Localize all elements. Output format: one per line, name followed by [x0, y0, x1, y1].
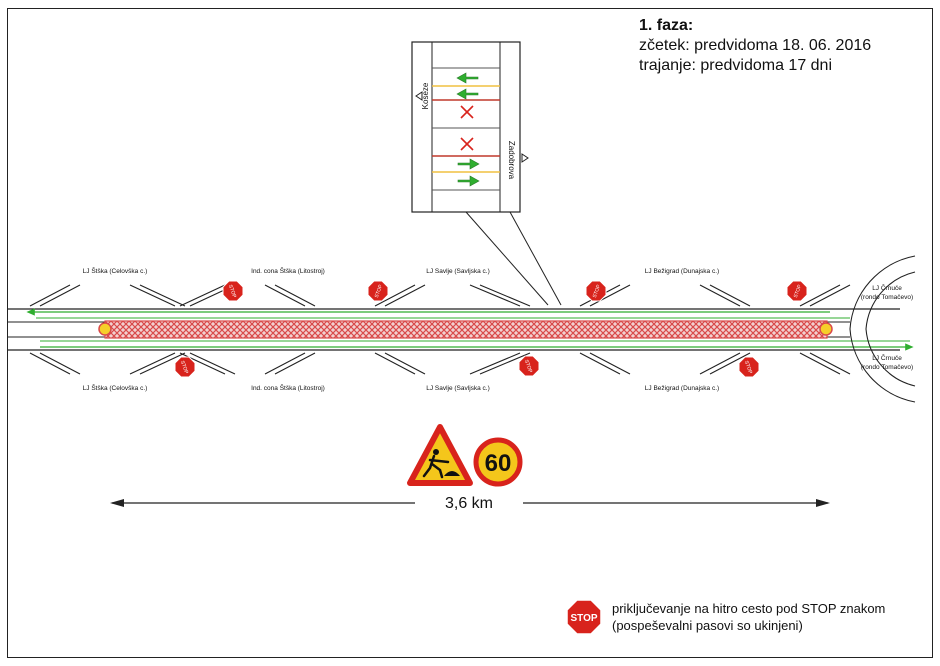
stop-sign-icon: STOP [786, 280, 808, 302]
highway [8, 308, 914, 351]
speed-limit-value: 60 [485, 450, 512, 477]
lane-arrow-right-icon [457, 175, 480, 187]
direction-right-icon [521, 153, 529, 163]
exit-label: LJ Savlje (Savljska c.) [426, 385, 490, 392]
lane-inset: Koseze Zadobrova [411, 41, 562, 306]
lane-closed-icon [460, 105, 474, 119]
legend-line-2: (pospeševalni pasovi so ukinjeni) [612, 618, 803, 633]
stop-sign-icon: STOP [174, 356, 196, 378]
exit-label: LJ Savlje (Savljska c.) [426, 268, 490, 275]
stop-sign-icon: STOP [222, 280, 244, 302]
callout-leader [509, 211, 562, 306]
distance-indicator: 3,6 km [110, 495, 830, 512]
exit-label: LJ Črnuče [872, 353, 902, 362]
stop-sign-icon: STOP [367, 280, 389, 302]
exit-label: LJ Štška (Celovška c.) [83, 266, 148, 275]
svg-text:STOP: STOP [523, 359, 533, 374]
exit-label: LJ Bežigrad (Dunajska c.) [645, 385, 719, 392]
svg-text:STOP: STOP [179, 360, 189, 375]
warning-light-icon [819, 322, 833, 336]
inset-box [411, 41, 521, 213]
stop-sign-icon: STOP [518, 355, 540, 377]
speed-limit-sign-icon: 60 [473, 437, 523, 487]
inset-direction-left: Koseze [421, 82, 430, 109]
diagram-frame [7, 8, 933, 658]
svg-text:STOP: STOP [227, 284, 237, 299]
exit-label: LJ Bežigrad (Dunajska c.) [645, 268, 719, 275]
callout-leader [465, 211, 549, 306]
lane-closed-icon [460, 137, 474, 151]
svg-text:STOP: STOP [743, 360, 753, 375]
exit-label: LJ Črnuče [872, 283, 902, 292]
exit-label: (rondo Tomačevo) [861, 364, 913, 371]
roundabout [849, 255, 916, 403]
closed-section [104, 320, 828, 339]
svg-text:STOP: STOP [793, 283, 803, 298]
distance-label: 3,6 km [445, 495, 493, 512]
exit-label: Ind. cona Štška (Litostroj) [251, 383, 325, 392]
exit-label: Ind. cona Štška (Litostroj) [251, 266, 325, 275]
svg-text:STOP: STOP [374, 283, 384, 298]
warning-light-icon [98, 322, 112, 336]
direction-left-icon [415, 91, 423, 101]
exit-label: (rondo Tomačevo) [861, 294, 913, 301]
inset-direction-right: Zadobrova [507, 141, 516, 180]
ramps-top [29, 284, 851, 307]
stop-sign-icon: STOP [738, 356, 760, 378]
ramps-bottom [29, 352, 851, 375]
roadworks-warning-icon [407, 424, 473, 486]
svg-text:STOP: STOP [570, 613, 597, 624]
legend-line-1: priključevanje na hitro cesto pod STOP z… [612, 601, 886, 616]
phase-start: zčetek: predvidoma 18. 06. 2016 [639, 37, 872, 54]
svg-text:STOP: STOP [592, 283, 602, 298]
phase-title: 1. faza: [639, 17, 694, 34]
lane-arrow-right-icon [457, 158, 480, 170]
phase-duration: trajanje: predvidoma 17 dni [639, 57, 833, 74]
exit-label: LJ Štška (Celovška c.) [83, 383, 148, 392]
stop-sign-icon: STOP [585, 280, 607, 302]
phase-info: 1. faza: zčetek: predvidoma 18. 06. 2016… [639, 16, 871, 76]
stop-sign-icon: STOP [566, 599, 602, 635]
lane-arrow-left-icon [456, 72, 479, 84]
lane-arrow-left-icon [456, 88, 479, 100]
